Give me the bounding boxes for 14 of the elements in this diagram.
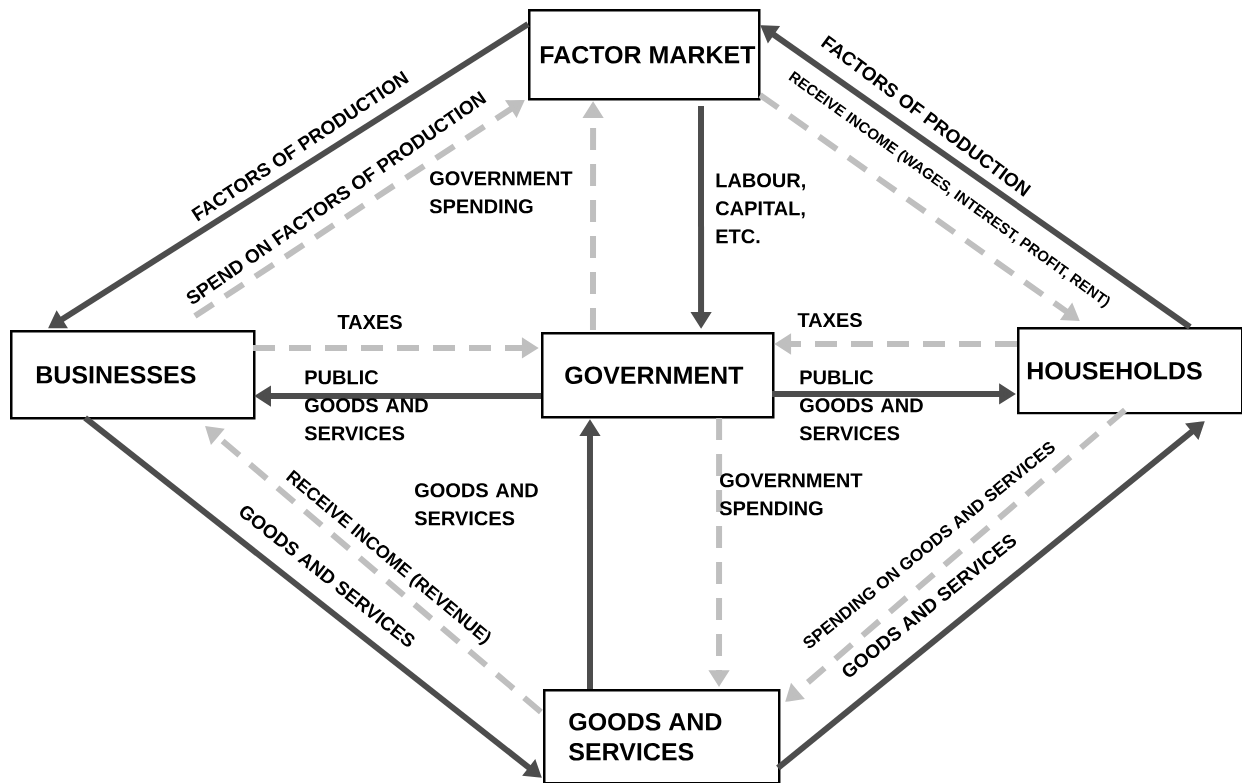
edge-label: PUBLIC GOODS AND SERVICES — [799, 370, 923, 441]
edge-label: GOVERNMENT SPENDING — [719, 473, 863, 516]
edge-label: GOODS AND SERVICES — [414, 483, 538, 526]
box: FACTOR MARKET — [528, 9, 761, 101]
box: GOVERNMENT — [541, 332, 775, 419]
edge-label: GOVERNMENT SPENDING — [429, 171, 573, 214]
edge-label: TAXES — [337, 314, 402, 330]
edge-label: LABOUR, CAPITAL, ETC. — [716, 173, 805, 244]
box: BUSINESSES — [10, 330, 256, 420]
edge-label: PUBLIC GOODS AND SERVICES — [304, 370, 428, 441]
edge-label: TAXES — [797, 312, 862, 328]
arrow — [205, 426, 543, 715]
box: HOUSEHOLDS — [1017, 327, 1242, 415]
box: GOODS AND SERVICES — [543, 689, 781, 783]
